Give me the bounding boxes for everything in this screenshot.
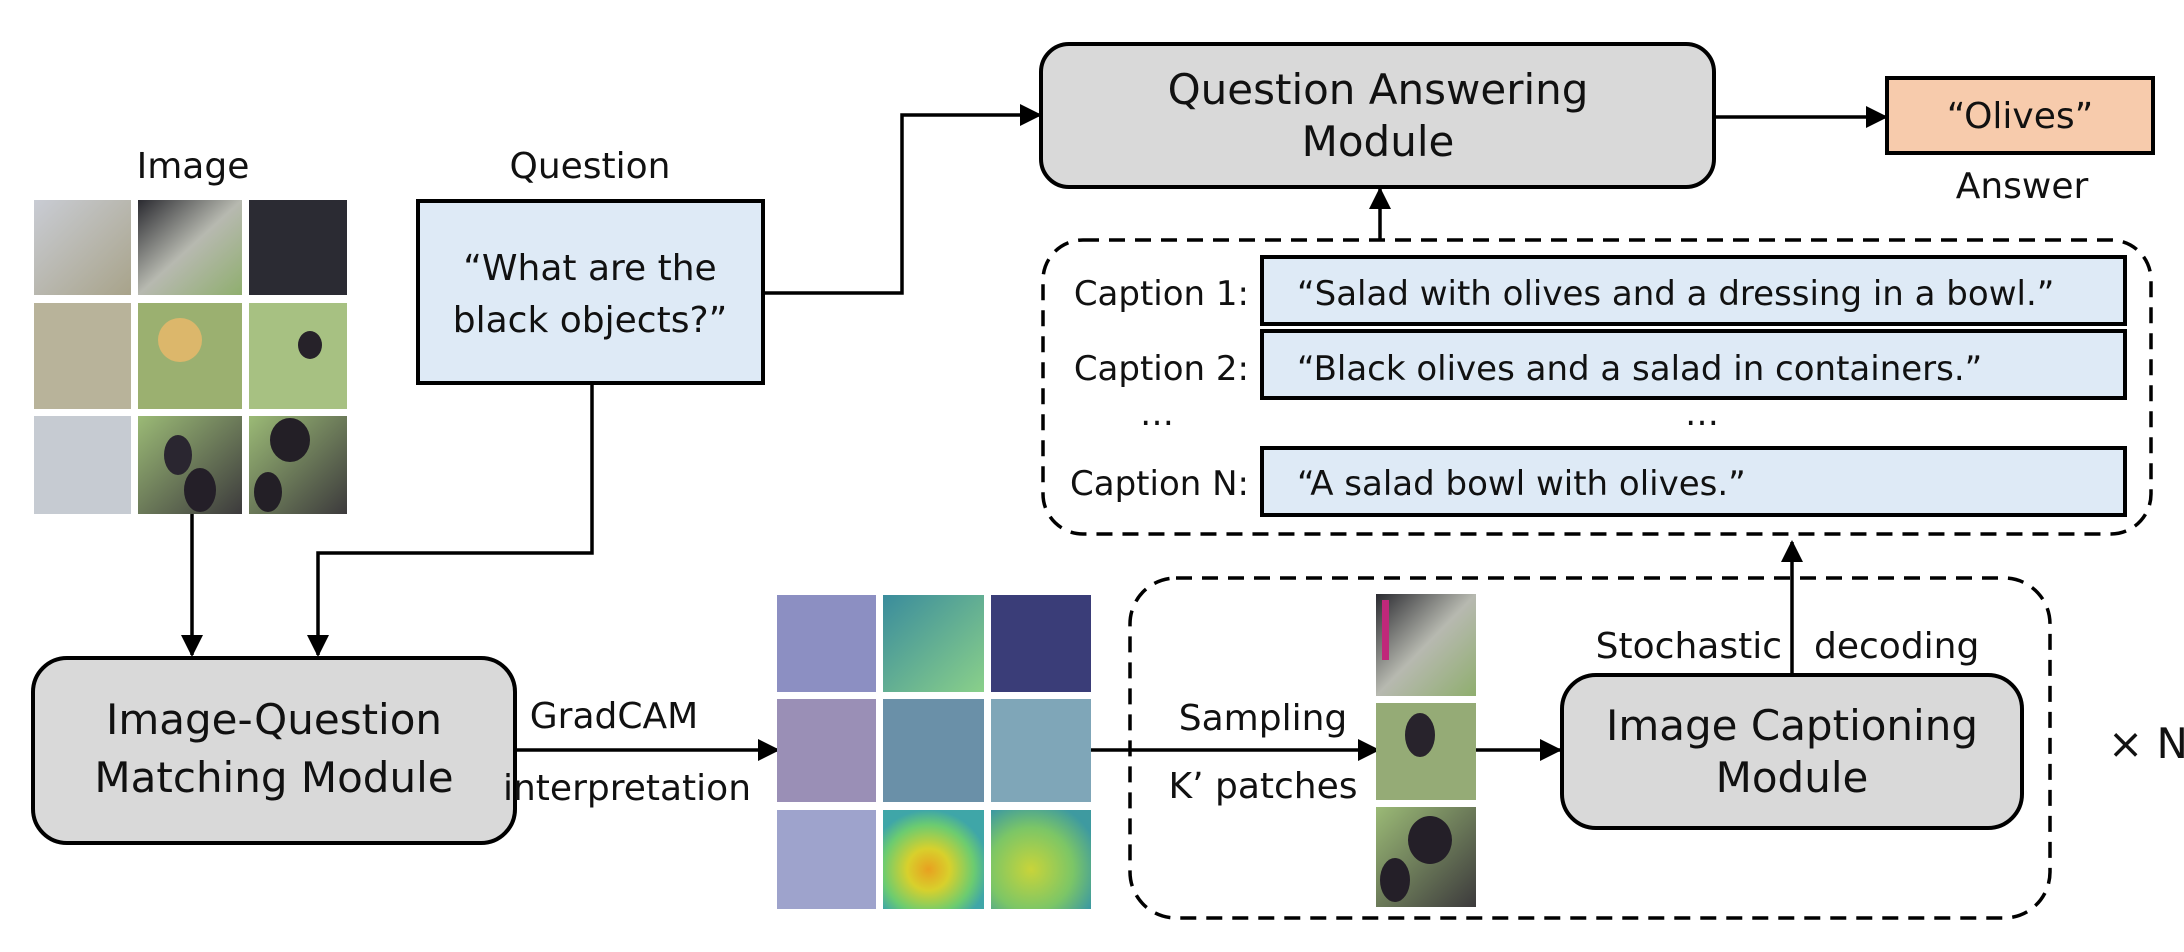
answer-label: Answer xyxy=(1956,166,2089,207)
caption-text: “Salad with olives and a dressing in a b… xyxy=(1297,274,2054,314)
image-question-matching-module xyxy=(31,656,517,845)
caption-label: Caption 1: xyxy=(1074,274,1249,314)
ic-label-line1: Image Captioning xyxy=(1606,701,1978,750)
question-label: Question xyxy=(509,146,670,187)
caption-row: Caption N: “A salad bowl with olives.” xyxy=(1070,446,2127,517)
heatmap-patch xyxy=(883,699,984,802)
caption-text-ellipsis: … xyxy=(1685,394,1719,434)
image-patch xyxy=(34,303,131,409)
caption-label: Caption N: xyxy=(1070,464,1249,504)
qa-label-line1: Question Answering xyxy=(1168,65,1589,114)
question-text-line1: “What are the xyxy=(463,248,716,289)
heatmap-patch xyxy=(991,595,1091,692)
sampled-patches xyxy=(1376,594,1476,907)
caption-row: Caption 2: “Black olives and a salad in … xyxy=(1074,329,2127,400)
stochastic-label: Stochastic xyxy=(1596,626,1782,667)
question-text-line2: black objects?” xyxy=(453,300,727,341)
image-patch xyxy=(34,200,131,295)
heatmap-patch xyxy=(883,595,984,692)
iqm-label-line2: Matching Module xyxy=(94,753,453,802)
input-image-grid xyxy=(34,200,347,514)
arrow-question-to-qa xyxy=(763,104,1042,295)
captioning-repeat-container xyxy=(1128,576,2052,920)
caption-text: “A salad bowl with olives.” xyxy=(1297,464,1746,504)
repeat-n-label: × N xyxy=(2108,719,2184,768)
decoding-label: decoding xyxy=(1814,626,1979,667)
caption-box xyxy=(1260,446,2127,517)
heatmap-patch xyxy=(991,810,1091,909)
ic-label-line2: Module xyxy=(1716,753,1869,802)
image-captioning-module xyxy=(1560,673,2024,830)
heatmap-patch xyxy=(777,810,876,909)
image-patch xyxy=(138,200,242,295)
heatmap-patch xyxy=(883,810,984,909)
k-patches-label: K’ patches xyxy=(1168,766,1357,807)
sampling-label: Sampling xyxy=(1179,698,1348,739)
caption-box xyxy=(1260,329,2127,400)
caption-label-ellipsis: … xyxy=(1140,394,1174,434)
image-patch xyxy=(249,303,347,409)
caption-text: “Black olives and a salad in containers.… xyxy=(1297,349,1982,389)
heatmap-patch xyxy=(777,595,876,692)
gradcam-heatmap-grid xyxy=(777,595,1091,909)
image-label: Image xyxy=(137,146,250,187)
interpretation-label: interpretation xyxy=(503,768,751,809)
heatmap-patch xyxy=(991,699,1091,802)
iqm-label-line1: Image-Question xyxy=(106,695,442,744)
caption-row: Caption 1: “Salad with olives and a dres… xyxy=(1074,255,2127,326)
question-box xyxy=(416,199,765,385)
caption-label: Caption 2: xyxy=(1074,349,1249,389)
sampled-patch xyxy=(1376,594,1476,696)
gradcam-label: GradCAM xyxy=(530,696,698,737)
heatmap-patch xyxy=(777,699,876,802)
caption-box xyxy=(1260,255,2127,326)
arrow-question-to-iqm xyxy=(307,383,594,657)
answer-text: “Olives” xyxy=(1947,96,2094,137)
image-patch xyxy=(34,416,131,514)
answer-box xyxy=(1885,76,2155,155)
qa-label-line2: Module xyxy=(1302,117,1455,166)
image-patch xyxy=(249,200,347,295)
captions-container xyxy=(1041,238,2153,536)
